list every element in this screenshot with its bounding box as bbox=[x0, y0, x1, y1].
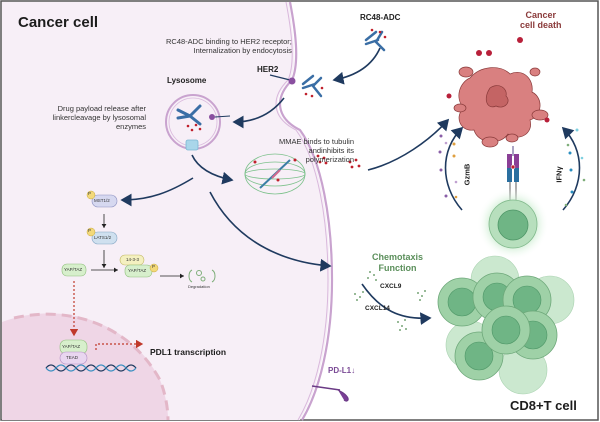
degradation-label: Degradation bbox=[188, 284, 210, 289]
protein-1433-label: 14-3-3 bbox=[126, 257, 140, 262]
node-lats bbox=[86, 227, 118, 245]
mst-label: MST1/2 bbox=[94, 198, 110, 203]
node-tead bbox=[59, 351, 88, 365]
pdl1-molecule-icon bbox=[311, 385, 349, 402]
pdl1-transcription-label: PDL1 transcription bbox=[150, 347, 227, 357]
node-yap-taz-phospho bbox=[124, 263, 159, 278]
gzmb-label: GzmB bbox=[462, 163, 472, 186]
debris-dots bbox=[446, 37, 550, 123]
lysosome bbox=[165, 94, 231, 151]
nuclear-yap-taz-label: YAP/TAZ bbox=[62, 344, 81, 349]
effector-tcell bbox=[488, 199, 538, 249]
yap-taz-phospho-label: YAP/TAZ bbox=[128, 268, 147, 273]
dead-cancer-cell bbox=[453, 66, 549, 148]
arrow-gzmb bbox=[444, 126, 464, 211]
cancer-cell-body bbox=[2, 2, 330, 420]
lats-phospho-label: P bbox=[88, 228, 92, 233]
mmae-caption-line-1: MMAE binds to tubulin bbox=[278, 137, 354, 146]
mmae-dots bbox=[316, 154, 361, 169]
cxcl14-label: CXCL14 bbox=[365, 305, 390, 312]
binding-caption: RC48-ADC binding to HER2 receptor; Inter… bbox=[166, 37, 292, 55]
arrow-ifng bbox=[561, 126, 581, 211]
chemokine-dots bbox=[354, 271, 426, 331]
rc48-adc-label: RC48-ADC bbox=[360, 13, 401, 22]
ifng-label: IFNγ bbox=[554, 166, 564, 183]
chemotaxis-line-2: Function bbox=[378, 263, 417, 273]
mst-phospho-label: P bbox=[88, 191, 92, 196]
arrow-chemotaxis bbox=[361, 283, 432, 326]
cancer-cell-membrane bbox=[278, 1, 334, 421]
cd8-tcell-label: CD8+T cell bbox=[510, 398, 577, 413]
arrow-lysosome-to-spindle bbox=[191, 154, 234, 185]
tead-label: TEAD bbox=[66, 355, 79, 360]
arrow-to-mst bbox=[120, 177, 194, 207]
arrow-mmae-to-death bbox=[367, 118, 450, 171]
chemotaxis-label: Chemotaxis Function bbox=[372, 252, 423, 274]
yap-phospho-label: P bbox=[152, 264, 156, 269]
her2-label: HER2 bbox=[257, 65, 279, 74]
payload-caption-line-2: linkercleavage by lysosomal bbox=[52, 113, 146, 122]
pdl1-label: PD-L1↓ bbox=[328, 366, 356, 375]
mmae-caption-line-3: polymerization bbox=[305, 155, 354, 164]
dna-helix-icon bbox=[45, 364, 137, 372]
yap-taz-label: YAP/TAZ bbox=[64, 267, 83, 272]
mmae-caption-line-2: andinhibits its bbox=[308, 146, 354, 155]
lats-label: LATS1/2 bbox=[94, 235, 112, 240]
arrow-endocytosis-to-lysosome bbox=[232, 97, 285, 129]
arrow-to-pdl1-transcription bbox=[95, 339, 144, 350]
arrow-to-tcell-chemotaxis bbox=[209, 191, 332, 272]
her2-receptor bbox=[269, 74, 296, 85]
binding-caption-line-2: Internalization by endocytosis bbox=[193, 46, 292, 55]
node-yap-taz bbox=[61, 263, 87, 277]
adc-free-icon bbox=[364, 28, 387, 52]
payload-caption: Drug payload release after linkercleavag… bbox=[40, 104, 146, 131]
tcell-cluster bbox=[437, 255, 575, 395]
cxcl9-label: CXCL9 bbox=[380, 283, 402, 290]
payload-caption-line-1: Drug payload release after bbox=[57, 104, 146, 113]
death-label-line-2: cell death bbox=[520, 20, 562, 30]
gzmb-dots bbox=[438, 134, 458, 199]
arrow-adc-to-her2 bbox=[332, 47, 381, 85]
degradation-icon bbox=[188, 269, 216, 283]
binding-caption-line-1: RC48-ADC binding to HER2 receptor; bbox=[166, 37, 292, 46]
death-label-line-1: Cancer bbox=[525, 10, 557, 20]
cancer-cell-title: Cancer cell bbox=[18, 14, 99, 31]
mmae-caption: MMAE binds to tubulin andinhibits its po… bbox=[256, 137, 354, 164]
ifng-dots bbox=[564, 128, 586, 207]
mitotic-spindle-icon bbox=[244, 153, 306, 195]
chemotaxis-line-1: Chemotaxis bbox=[372, 252, 424, 262]
payload-caption-line-3: enzymes bbox=[115, 122, 146, 131]
node-mst bbox=[86, 190, 118, 208]
adc-bound-icon bbox=[301, 74, 324, 98]
lysosome-label: Lysosome bbox=[167, 76, 207, 85]
cancer-cell-death-label: Cancer cell death bbox=[520, 10, 562, 30]
